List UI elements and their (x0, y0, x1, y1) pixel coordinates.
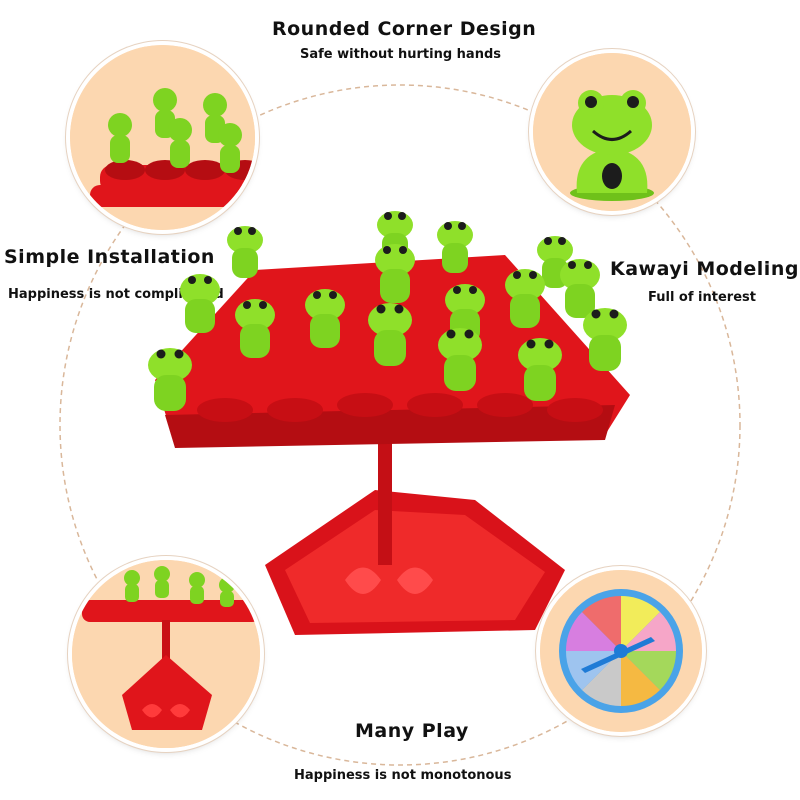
feature-subtitle-rounded-corner: Safe without hurting hands (300, 47, 501, 62)
feature-title-modeling: Kawayi Modeling (610, 258, 799, 280)
feature-title-many-play: Many Play (355, 720, 469, 742)
feature-subtitle-many-play: Happiness is not monotonous (294, 768, 512, 783)
detail-bubble-spinner-wheel (540, 570, 702, 732)
balance-tree-illustration (148, 211, 630, 635)
feature-subtitle-modeling: Full of interest (648, 290, 756, 305)
feature-subtitle-installation: Happiness is not complicated (8, 287, 224, 302)
detail-bubble-assembled-tree (72, 560, 260, 748)
feature-title-rounded-corner: Rounded Corner Design (272, 18, 537, 40)
detail-bubble-rounded-tray (70, 45, 255, 230)
detail-bubble-frog-figure (533, 53, 691, 211)
feature-title-installation: Simple Installation (4, 246, 215, 268)
